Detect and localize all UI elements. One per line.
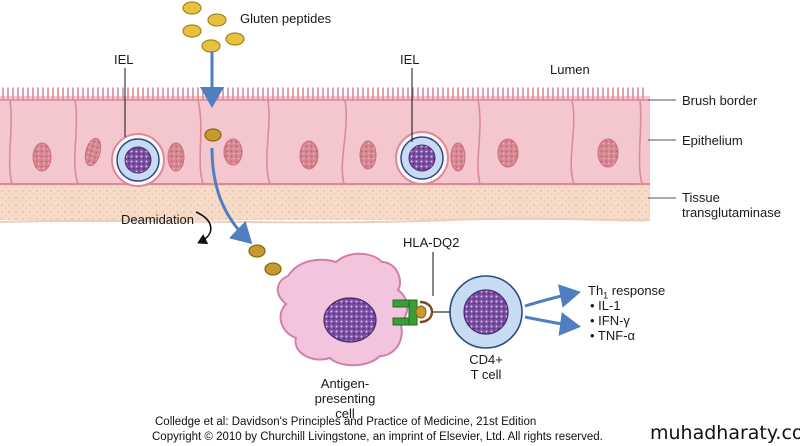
deamidation-label: Deamidation (121, 212, 194, 227)
apc-label-line2: presenting (314, 391, 376, 406)
gluten-peptides-label: Gluten peptides (240, 11, 332, 26)
th1-arrow-upper (524, 284, 581, 308)
th1-subscript: 1 (603, 290, 609, 301)
antigen-presenting-cell-label: Antigen- presenting cell (305, 376, 385, 421)
brush-border-microvilli (2, 87, 644, 101)
cd4-t-cell-label: CD4+ T cell (456, 352, 516, 382)
cd4-label-line2: T cell (470, 367, 502, 382)
hla-dq2-receptor (392, 299, 450, 326)
antigen-presenting-cell (276, 252, 409, 367)
copyright-line: Copyright © 2010 by Churchill Livingston… (152, 431, 603, 443)
cytokine-tnf-alpha: • TNF-α (590, 328, 636, 343)
hla-dq2-label: HLA-DQ2 (403, 235, 460, 250)
th1-suffix: response (608, 283, 666, 298)
iel-right (395, 131, 449, 185)
epithelial-nuclei (32, 137, 619, 172)
th1-response-label: Th1 response (588, 283, 665, 304)
epithelium-label: Epithelium (682, 133, 743, 148)
iel-left (111, 133, 165, 187)
epithelium-layer (0, 87, 650, 186)
tissue-layer (0, 180, 650, 220)
iel-left-label: IEL (114, 52, 134, 67)
apc-label-line1: Antigen- (320, 376, 370, 391)
citation-line-1: Colledge et al: Davidson's Principles an… (155, 416, 537, 428)
cd4-t-cell (449, 275, 523, 349)
th1-arrow-lower (524, 312, 581, 336)
iel-right-label: IEL (400, 52, 420, 67)
cytokine-il-1: • IL-1 (590, 298, 621, 313)
watermark: muhadharaty.com (650, 422, 800, 444)
cd4-label-line1: CD4+ (469, 352, 503, 367)
tissue-label: Tissue (682, 190, 720, 205)
brush-border-label: Brush border (682, 93, 758, 108)
apc-label-line3: cell (335, 406, 355, 421)
th1-prefix: Th (588, 283, 604, 298)
transglutaminase-label: transglutaminase (682, 205, 781, 220)
lumen-label: Lumen (550, 62, 590, 77)
gluten-peptides (182, 1, 245, 53)
right-leader-lines (648, 99, 676, 199)
cytokine-ifn-gamma: • IFN-γ (590, 313, 630, 328)
peptide-in-epithelium (204, 128, 222, 142)
deamidation-arrow (195, 211, 212, 245)
